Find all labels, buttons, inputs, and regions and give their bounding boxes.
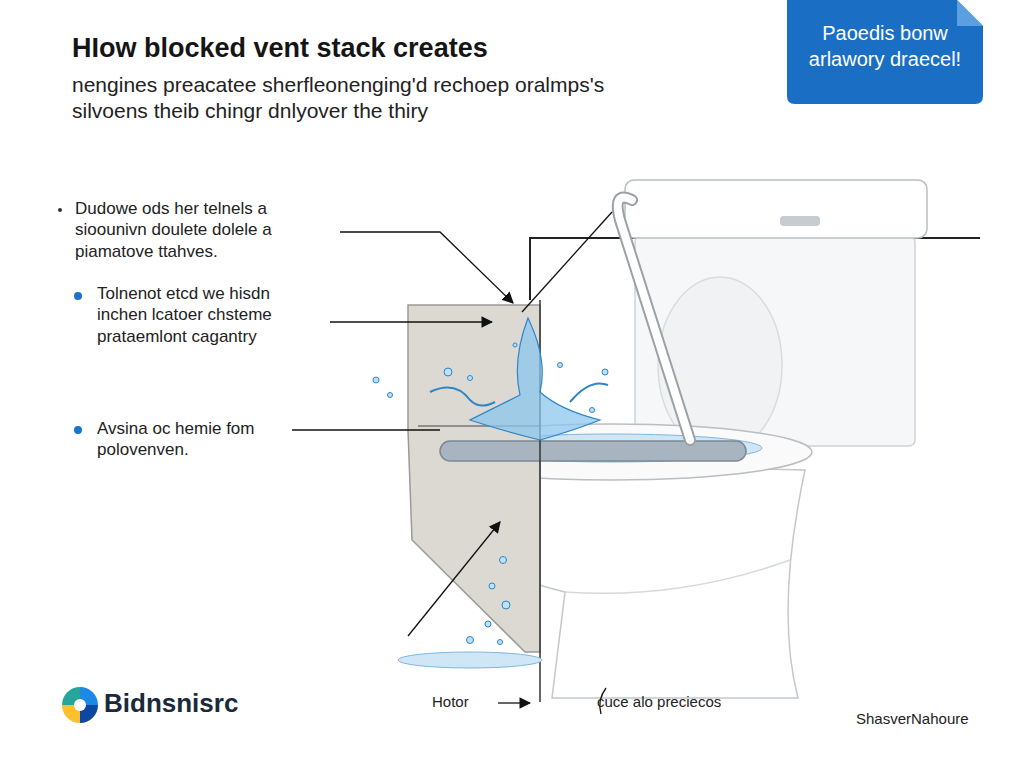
callout-box: Paoedis bonw arlawory draecel! — [787, 0, 983, 104]
watermark: ShasverNahoure — [856, 710, 969, 729]
water-splash — [570, 383, 608, 402]
box-fill — [787, 0, 983, 104]
leader-line — [292, 429, 440, 430]
drain-pipe — [440, 441, 746, 461]
leader-line — [408, 522, 500, 636]
vent-tube-outline — [618, 198, 690, 441]
subtitle: nengines preacatee sherfleonenging'd rec… — [72, 72, 612, 125]
leader-line — [498, 702, 530, 703]
logo-text: Bidnsnisrc — [104, 687, 238, 720]
folded-corner — [957, 0, 983, 26]
water-puddle — [398, 652, 542, 668]
water-droplets — [373, 343, 608, 645]
diagram-title: HIow blocked vent stack creates — [72, 32, 488, 66]
tank-lid — [625, 180, 927, 238]
water-splash — [470, 318, 600, 440]
vent-tube — [618, 198, 690, 441]
bullet-dot — [58, 208, 62, 212]
bullet-dot — [74, 292, 82, 300]
water-splash — [430, 388, 495, 406]
bullet-dot — [74, 426, 82, 434]
pedestal-line — [565, 560, 790, 593]
box-text: Paoedis bonw arlawory draecel! — [801, 20, 969, 72]
leader-line — [522, 212, 612, 312]
callout-text: Dudowe ods her telnels a sioounivn doule… — [75, 198, 293, 262]
flush-button — [780, 216, 820, 226]
part-label: Hotor — [432, 693, 469, 712]
logo-icon — [62, 687, 98, 723]
part-label: cuce alo preciecos — [597, 693, 721, 712]
leader-line — [330, 321, 492, 322]
callout-text: Tolnenot etcd we hisdn inchen lcatoer ch… — [97, 283, 309, 347]
leader-line — [340, 232, 513, 303]
callout-text: Avsina oc hemie fom polovenven. — [97, 418, 287, 461]
